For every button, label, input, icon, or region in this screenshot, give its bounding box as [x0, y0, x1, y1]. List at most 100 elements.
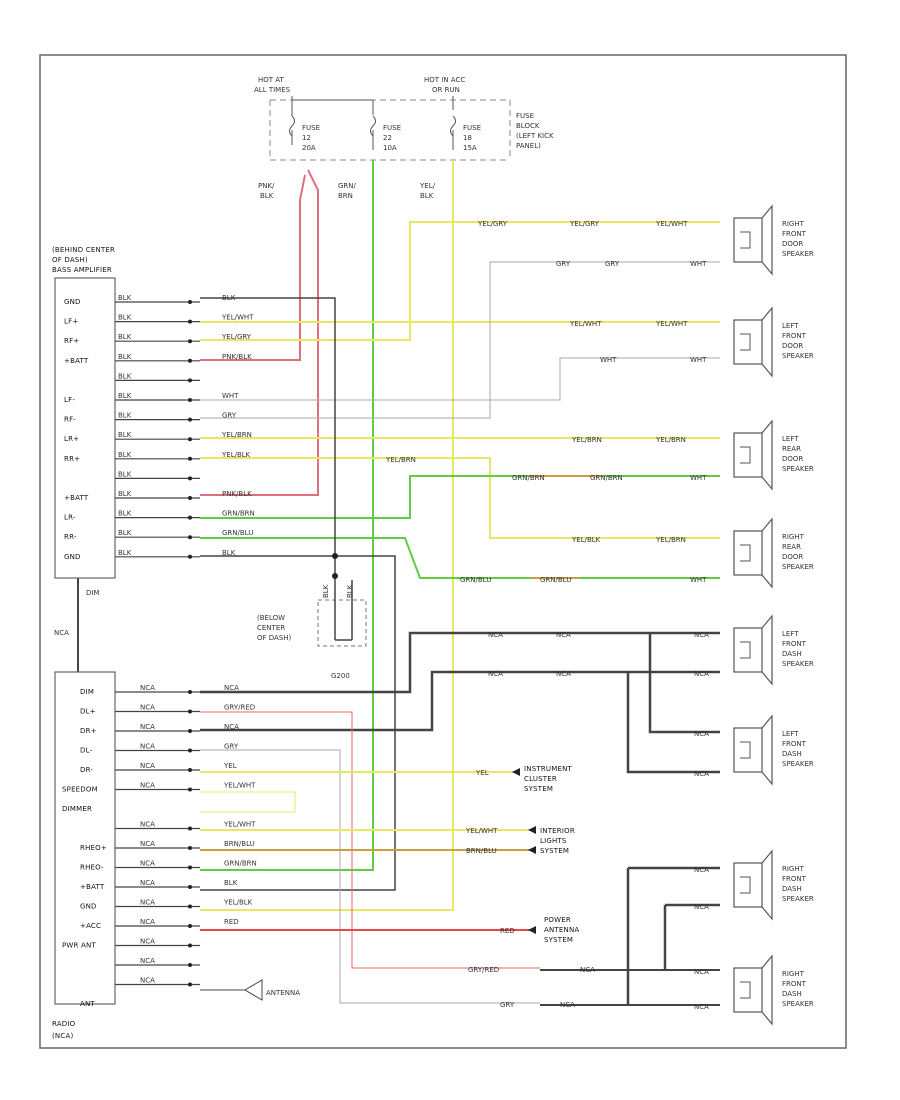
pnk-feed-label-2: BLK	[260, 192, 274, 200]
g200-label: G200	[331, 672, 350, 680]
wire-label: NCA	[556, 670, 571, 678]
fuse-block-title-3: (LEFT KICK	[516, 132, 554, 140]
radio-pin-label: DIMMER	[62, 805, 92, 813]
wire-label: YEL/GRY	[477, 220, 508, 228]
speaker-label: RIGHT	[782, 533, 805, 541]
speaker-label: LEFT	[782, 730, 799, 738]
grn-feed-label: GRN/	[338, 182, 357, 190]
speaker-label: REAR	[782, 445, 801, 453]
radio-pin-dot	[188, 963, 192, 967]
amp-pin-label: GND	[64, 553, 81, 561]
amp-pin-dot	[188, 319, 192, 324]
radio-pin-dot	[188, 982, 192, 987]
radio-pin-dot	[188, 943, 192, 948]
power-antenna-label-3: SYSTEM	[544, 936, 573, 944]
radio-left-wire-label: NCA	[140, 938, 155, 946]
amp-pin-label: RF+	[64, 337, 79, 345]
radio-left-wire-label: NCA	[140, 782, 155, 790]
interior-lights-label-2: LIGHTS	[540, 837, 567, 845]
radio-pin-dot	[188, 768, 192, 772]
radio-right-wire-label: RED	[224, 918, 239, 926]
il-wire1-label: YEL/WHT	[465, 827, 498, 835]
amp-wire-color-label: GRN/BLU	[222, 529, 253, 537]
amp-pin-wire-tag: BLK	[118, 333, 132, 341]
radio-pin-label: DR-	[80, 766, 93, 774]
fuse-block-title: FUSE	[516, 112, 534, 120]
instrument-cluster-label-2: CLUSTER	[524, 775, 557, 783]
radio-left-wire-label: NCA	[140, 684, 155, 692]
amp-wire-color-label: BLK	[222, 549, 236, 557]
wire-label: NCA	[560, 1001, 575, 1009]
radio-left-wire-label: NCA	[140, 762, 155, 770]
fuse-block: HOT AT ALL TIMES HOT IN ACC OR RUN FUSE …	[254, 76, 554, 161]
amp-wire-color-label: YEL/GRY	[221, 333, 252, 341]
speaker-label: RIGHT	[782, 970, 805, 978]
radio-pin-dot	[188, 748, 192, 753]
radio-right-wire-label: YEL/BLK	[223, 899, 253, 907]
wire-label: NCA	[694, 730, 709, 738]
wire-label: YEL/BRN	[655, 436, 686, 444]
radio-right-wire-label: NCA	[224, 684, 239, 692]
ground-g200: (BELOW CENTER OF DASH) G200 BLK BLK	[257, 553, 367, 680]
wire-label: NCA	[694, 1003, 709, 1011]
speaker-wire-labels: YEL/GRY YEL/GRY YEL/WHT GRY GRY WHT YEL/…	[385, 220, 709, 1011]
wire-harness	[77, 160, 720, 1006]
amp-wire-color-label: YEL/BLK	[221, 451, 251, 459]
fuse1-amp: 20A	[302, 144, 316, 152]
radio-pin-dot	[188, 787, 192, 792]
hot-acc-sub: OR RUN	[432, 86, 460, 94]
wire-label: YEL/WHT	[655, 320, 688, 328]
speaker-label: DASH	[782, 885, 802, 893]
radio-pin-dot	[188, 885, 192, 889]
radio-left-wire-label: NCA	[140, 743, 155, 751]
power-antenna-label: POWER	[544, 916, 571, 924]
amp-pin-wire-tag: BLK	[118, 431, 132, 439]
amp-pin-dot	[188, 515, 192, 520]
amp-wire-color-label: BLK	[222, 294, 236, 302]
radio-pin-dot	[188, 690, 192, 694]
speaker-label: SPEAKER	[782, 895, 814, 903]
radio-pin-label: PWR ANT	[62, 942, 96, 950]
amp-pin-dot	[188, 358, 192, 363]
amp-pin-label: LR+	[64, 435, 79, 443]
speaker-label: FRONT	[782, 230, 807, 238]
radio-pin-label: ANT	[80, 1000, 95, 1008]
amp-pin-wire-tag: BLK	[118, 529, 132, 537]
radio-pin-label: DIM	[80, 688, 94, 696]
radio-pin-dot	[188, 924, 192, 928]
amp-pin-label: RR+	[64, 455, 80, 463]
wire-label: NCA	[580, 966, 595, 974]
radio-right-wire-label: GRN/BRN	[224, 860, 257, 868]
radio-pin-dot	[188, 709, 192, 714]
wire-label: NCA	[556, 631, 571, 639]
speaker-label: LEFT	[782, 435, 799, 443]
radio-right-wire-label: YEL/WHT	[223, 782, 256, 790]
speaker-label: DASH	[782, 750, 802, 758]
dim-wire-lower-label: NCA	[54, 629, 69, 637]
amp-wire-color-label: GRY	[222, 412, 237, 420]
radio-pin-label: GND	[80, 903, 97, 911]
amp-pin-wire-tag: BLK	[118, 470, 132, 478]
radio-pin-dot	[188, 904, 192, 909]
hot-at-label: HOT AT	[258, 76, 285, 84]
radio-pin-dot	[188, 846, 192, 850]
ground-location-label-3: OF DASH)	[257, 634, 292, 642]
wire-label: NCA	[694, 770, 709, 778]
amp-pin-wire-tag: BLK	[118, 549, 132, 557]
radio-left-wire-label: NCA	[140, 957, 155, 965]
speaker-label: RIGHT	[782, 865, 805, 873]
speaker-label: SPEAKER	[782, 563, 814, 571]
wire-label: NCA	[694, 866, 709, 874]
radio-pin-label: DL-	[80, 747, 93, 755]
amp-wire-color-label: WHT	[222, 392, 239, 400]
wire-label: WHT	[690, 474, 707, 482]
wire-label: GRY	[605, 260, 620, 268]
radio-pin-label: RHEO+	[80, 844, 107, 852]
power-antenna-label-2: ANTENNA	[544, 926, 579, 934]
